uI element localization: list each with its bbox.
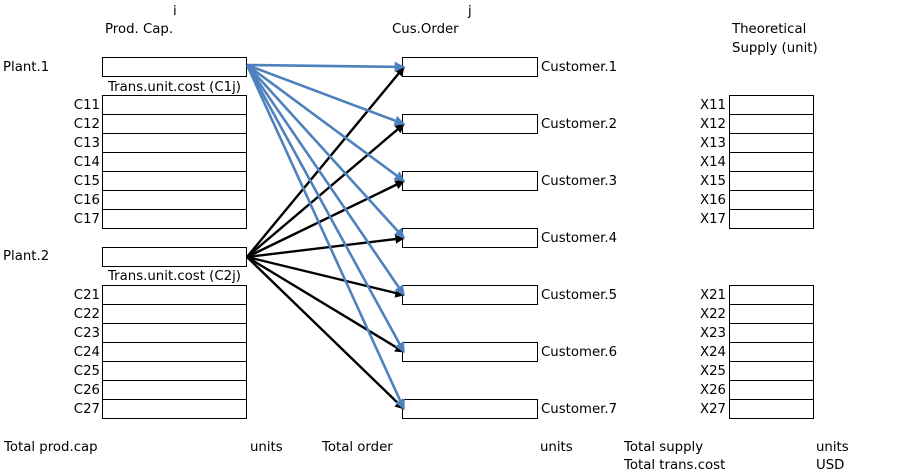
total-supply-units: units	[816, 440, 849, 455]
total-trans-cost-label: Total trans.cost	[624, 458, 726, 473]
plant-2-cost-label: Trans.unit.cost (C2j)	[108, 269, 241, 284]
supply-unit-header: Supply (unit)	[732, 41, 818, 56]
plant-1-label: Plant.1	[3, 60, 50, 75]
cus-order-header: Cus.Order	[392, 22, 459, 37]
supply-label-x24: X24	[699, 345, 726, 360]
plant-1-to-customer-6-arrow	[245, 64, 406, 353]
customer-3-label: Customer.3	[541, 174, 618, 189]
cost-label-c23: C23	[73, 326, 100, 341]
cost-label-c24: C24	[73, 345, 100, 360]
plant-1-to-customer-4-arrow	[246, 64, 405, 239]
customer-6-label: Customer.6	[541, 345, 618, 360]
cost-input-c27[interactable]	[102, 399, 247, 419]
supply-label-x11: X11	[699, 98, 726, 113]
supply-label-x26: X26	[699, 383, 726, 398]
total-order-units: units	[540, 440, 573, 455]
index-j-label: j	[468, 4, 472, 19]
plant-1-cost-label: Trans.unit.cost (C1j)	[108, 80, 241, 95]
supply-label-x22: X22	[699, 307, 726, 322]
plant-2-to-customer-3-arrow	[246, 179, 405, 259]
plant-1-to-customer-1-arrow	[246, 61, 406, 73]
cost-label-c13: C13	[73, 136, 100, 151]
total-order-label: Total order	[322, 440, 393, 455]
cost-label-c16: C16	[73, 193, 100, 208]
customer-1-label: Customer.1	[541, 60, 618, 75]
supply-label-x15: X15	[699, 174, 726, 189]
plant-2-to-customer-1-arrow	[246, 66, 405, 258]
supply-label-x27: X27	[699, 402, 726, 417]
plant-2-capacity-input[interactable]	[102, 247, 247, 267]
supply-label-x21: X21	[699, 288, 726, 303]
plant-2-to-customer-7-arrow	[246, 256, 405, 410]
theoretical-header: Theoretical	[732, 22, 807, 37]
cost-label-c12: C12	[73, 117, 100, 132]
supply-input-x17[interactable]	[729, 209, 814, 229]
total-trans-cost-currency: USD	[816, 458, 845, 473]
plant-2-label: Plant.2	[3, 249, 50, 264]
customer-4-label: Customer.4	[541, 231, 618, 246]
customer-7-label: Customer.7	[541, 402, 618, 417]
supply-input-x27[interactable]	[729, 399, 814, 419]
plant-2-to-customer-5-arrow	[246, 255, 405, 298]
total-supply-label: Total supply	[624, 440, 704, 455]
supply-label-x17: X17	[699, 212, 726, 227]
plant-2-to-customer-2-arrow	[246, 123, 405, 258]
customer-5-label: Customer.5	[541, 288, 618, 303]
cost-label-c26: C26	[73, 383, 100, 398]
plant-2-to-customer-4-arrow	[246, 234, 405, 259]
supply-label-x13: X13	[699, 136, 726, 151]
index-i-label: i	[173, 4, 177, 19]
plant-1-to-customer-3-arrow	[246, 63, 405, 183]
supply-label-x14: X14	[699, 155, 726, 170]
cost-label-c14: C14	[73, 155, 100, 170]
plant-1-to-customer-5-arrow	[245, 64, 406, 296]
supply-label-x12: X12	[699, 117, 726, 132]
customer-2-label: Customer.2	[541, 117, 618, 132]
cost-label-c22: C22	[73, 307, 100, 322]
cost-label-c17: C17	[73, 212, 100, 227]
supply-label-x25: X25	[699, 364, 726, 379]
total-prod-cap-label: Total prod.cap	[4, 440, 98, 455]
cost-label-c27: C27	[73, 402, 100, 417]
total-prod-cap-units: units	[250, 440, 283, 455]
cost-label-c25: C25	[73, 364, 100, 379]
cost-label-c11: C11	[73, 98, 100, 113]
cost-label-c21: C21	[73, 288, 100, 303]
plant-2-to-customer-6-arrow	[246, 255, 405, 354]
cost-input-c17[interactable]	[102, 209, 247, 229]
supply-label-x16: X16	[699, 193, 726, 208]
cost-label-c15: C15	[73, 174, 100, 189]
plant-1-to-customer-7-arrow	[245, 64, 406, 410]
prod-cap-header: Prod. Cap.	[105, 22, 174, 37]
plant-1-to-customer-2-arrow	[246, 63, 405, 126]
supply-label-x23: X23	[699, 326, 726, 341]
